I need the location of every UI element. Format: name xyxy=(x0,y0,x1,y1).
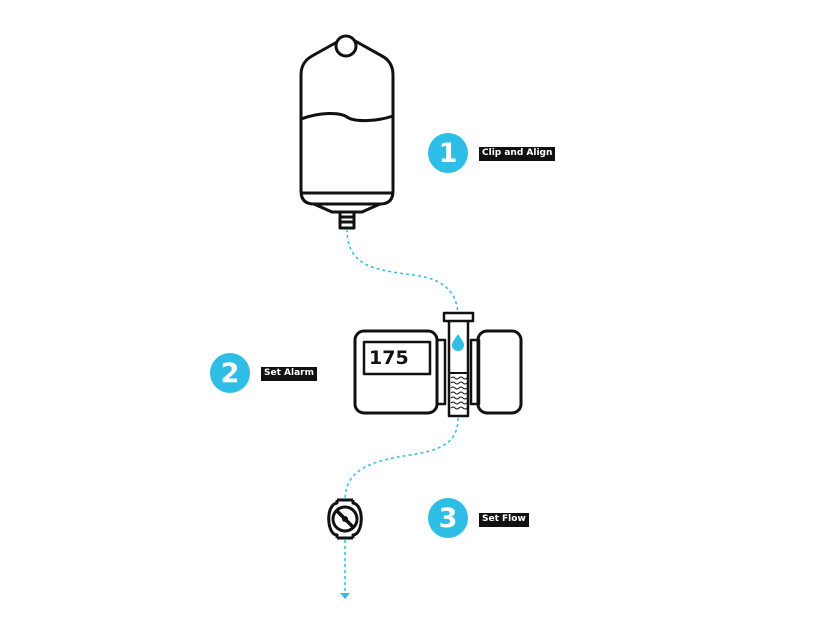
roller-clamp-icon xyxy=(327,498,363,540)
fluid-waves xyxy=(450,376,468,410)
arrow-down-icon xyxy=(340,593,350,599)
step-3-label: Set Flow xyxy=(479,513,529,527)
step-2-badge: 2 xyxy=(210,353,250,393)
step-1-badge: 1 xyxy=(428,133,468,173)
iv-tube-lower xyxy=(344,417,459,501)
pump-display-value: 175 xyxy=(369,347,409,369)
step-2-label: Set Alarm xyxy=(261,367,317,381)
iv-tube-upper xyxy=(346,228,459,319)
step-1-label: Clip and Align xyxy=(479,147,556,161)
iv-bag-icon xyxy=(299,34,395,230)
infusion-pump-icon xyxy=(353,311,523,418)
step-3-badge: 3 xyxy=(428,498,468,538)
drop-icon xyxy=(452,334,464,351)
